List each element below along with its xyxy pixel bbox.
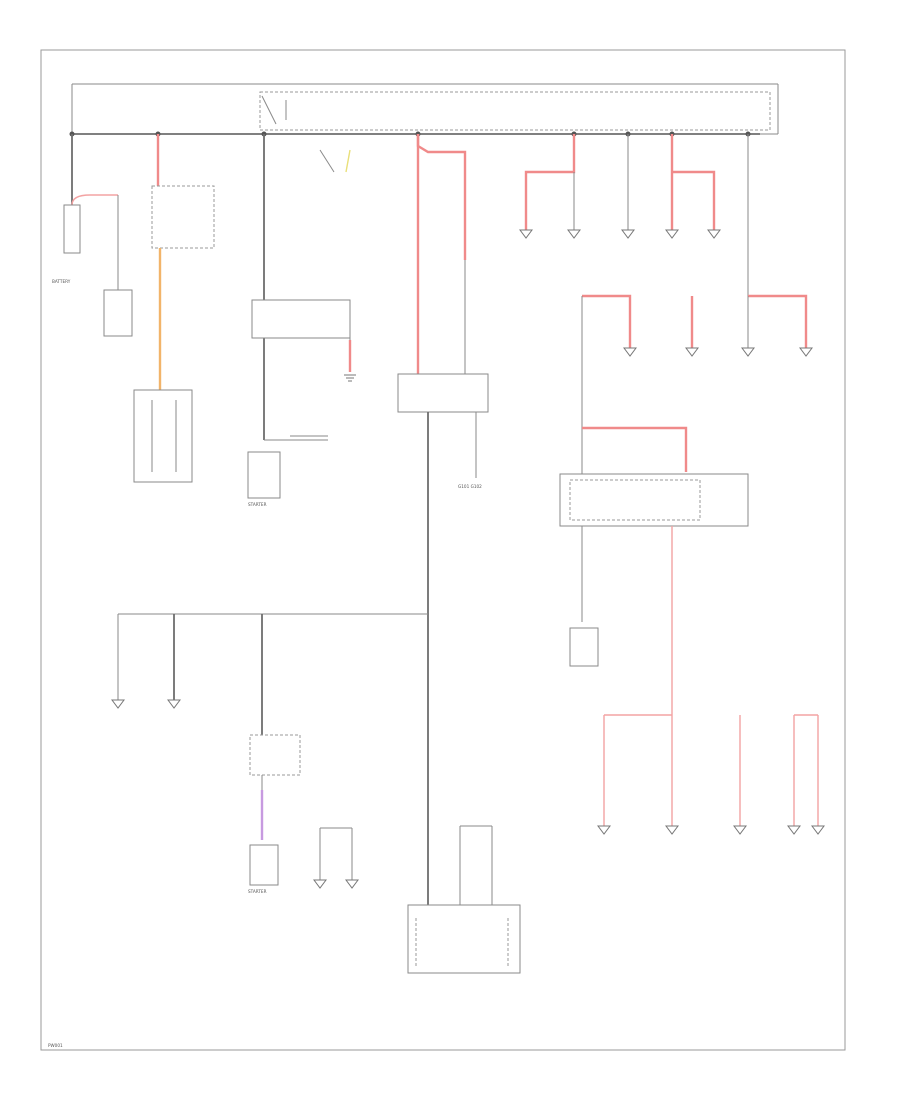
starter-circuit: STARTER xyxy=(247,95,356,507)
footer-id: PW001 xyxy=(48,1043,63,1048)
ignition-relay xyxy=(397,373,489,413)
battery-symbol xyxy=(63,204,81,254)
battery-circuit: BATTERY xyxy=(52,134,133,337)
top-bus xyxy=(69,83,779,137)
battery-label: BATTERY xyxy=(52,279,71,284)
starter-motor xyxy=(247,451,281,499)
fan-motor xyxy=(569,627,599,667)
fuse-relay-box-symbol xyxy=(559,473,749,527)
ground-label: G101 G102 xyxy=(458,484,482,489)
bottom-control-module xyxy=(407,904,521,974)
starter-label: STARTER xyxy=(248,502,267,507)
ground-symbols xyxy=(111,229,825,889)
fuse-module-left xyxy=(133,134,215,483)
bottom-module xyxy=(407,825,521,974)
starter2-label: STARTER xyxy=(248,889,267,894)
starter-relay xyxy=(251,299,351,339)
lower-left-branch: STARTER xyxy=(117,613,428,894)
right-middle-fuses xyxy=(581,294,808,478)
center-feed: G101 G102 xyxy=(397,134,489,905)
starter-motor-2 xyxy=(249,844,279,886)
fuse-relay-box xyxy=(559,426,749,715)
right-top-fuses xyxy=(524,134,749,300)
diagram-frame xyxy=(40,49,846,1051)
battery-sensor-box xyxy=(103,289,133,337)
bottom-right-fuses xyxy=(603,714,819,826)
module-box-left xyxy=(133,389,193,483)
